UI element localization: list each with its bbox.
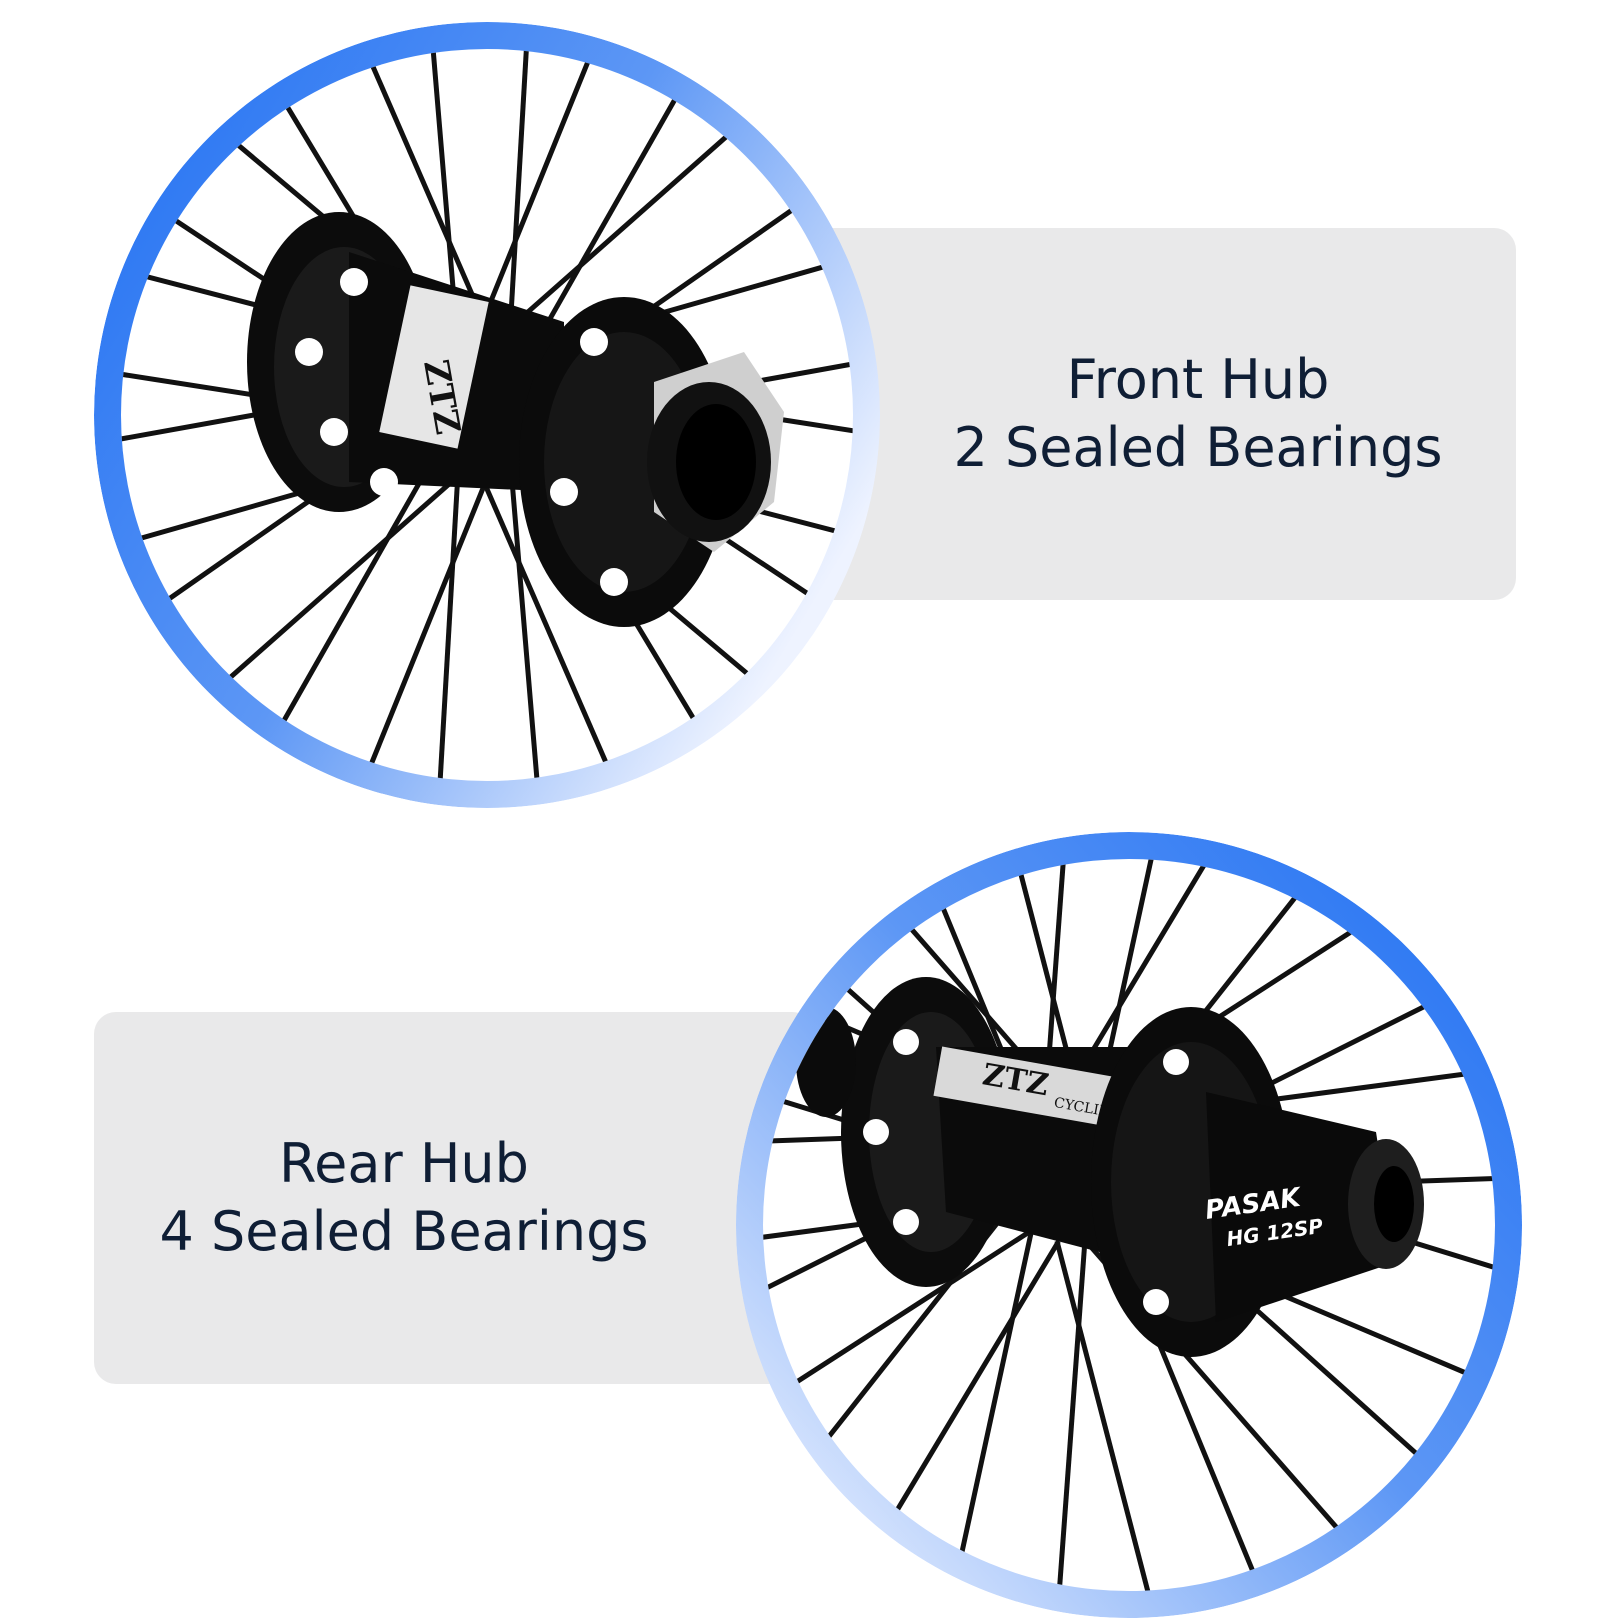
spoke [1054, 1240, 1172, 1591]
spoke [303, 49, 487, 323]
spoke [934, 1227, 1035, 1591]
front-spokes: ZTZ [121, 49, 853, 781]
spoke [416, 49, 460, 332]
front-hub-bearings: 2 Sealed Bearings [953, 416, 1443, 479]
spoke [763, 1227, 1035, 1478]
spoke [1071, 859, 1306, 1084]
spoke [508, 472, 552, 781]
rear-hub-bearings: 4 Sealed Bearings [159, 1200, 649, 1263]
spoke [429, 473, 461, 781]
spoke [315, 481, 488, 781]
front-hub-photo: ZTZ [94, 22, 880, 808]
spoke [480, 49, 653, 323]
front-hub-title: Front Hub [1066, 348, 1330, 411]
spoke [507, 49, 539, 331]
rear-hub-title: Rear Hub [279, 1132, 529, 1195]
spoke [1097, 859, 1198, 1097]
rear-spokes: ZTZ CYCLING PASAK HG 12SP [763, 859, 1495, 1591]
spoke [481, 481, 665, 781]
spoke [528, 49, 758, 354]
rear-hub-info-panel: Rear Hub 4 Sealed Bearings [94, 1012, 814, 1384]
spoke [1050, 1237, 1088, 1591]
rear-hub-photo: ZTZ CYCLING PASAK HG 12SP [736, 832, 1522, 1618]
front-hub-info-panel: Front Hub 2 Sealed Bearings [800, 228, 1516, 600]
